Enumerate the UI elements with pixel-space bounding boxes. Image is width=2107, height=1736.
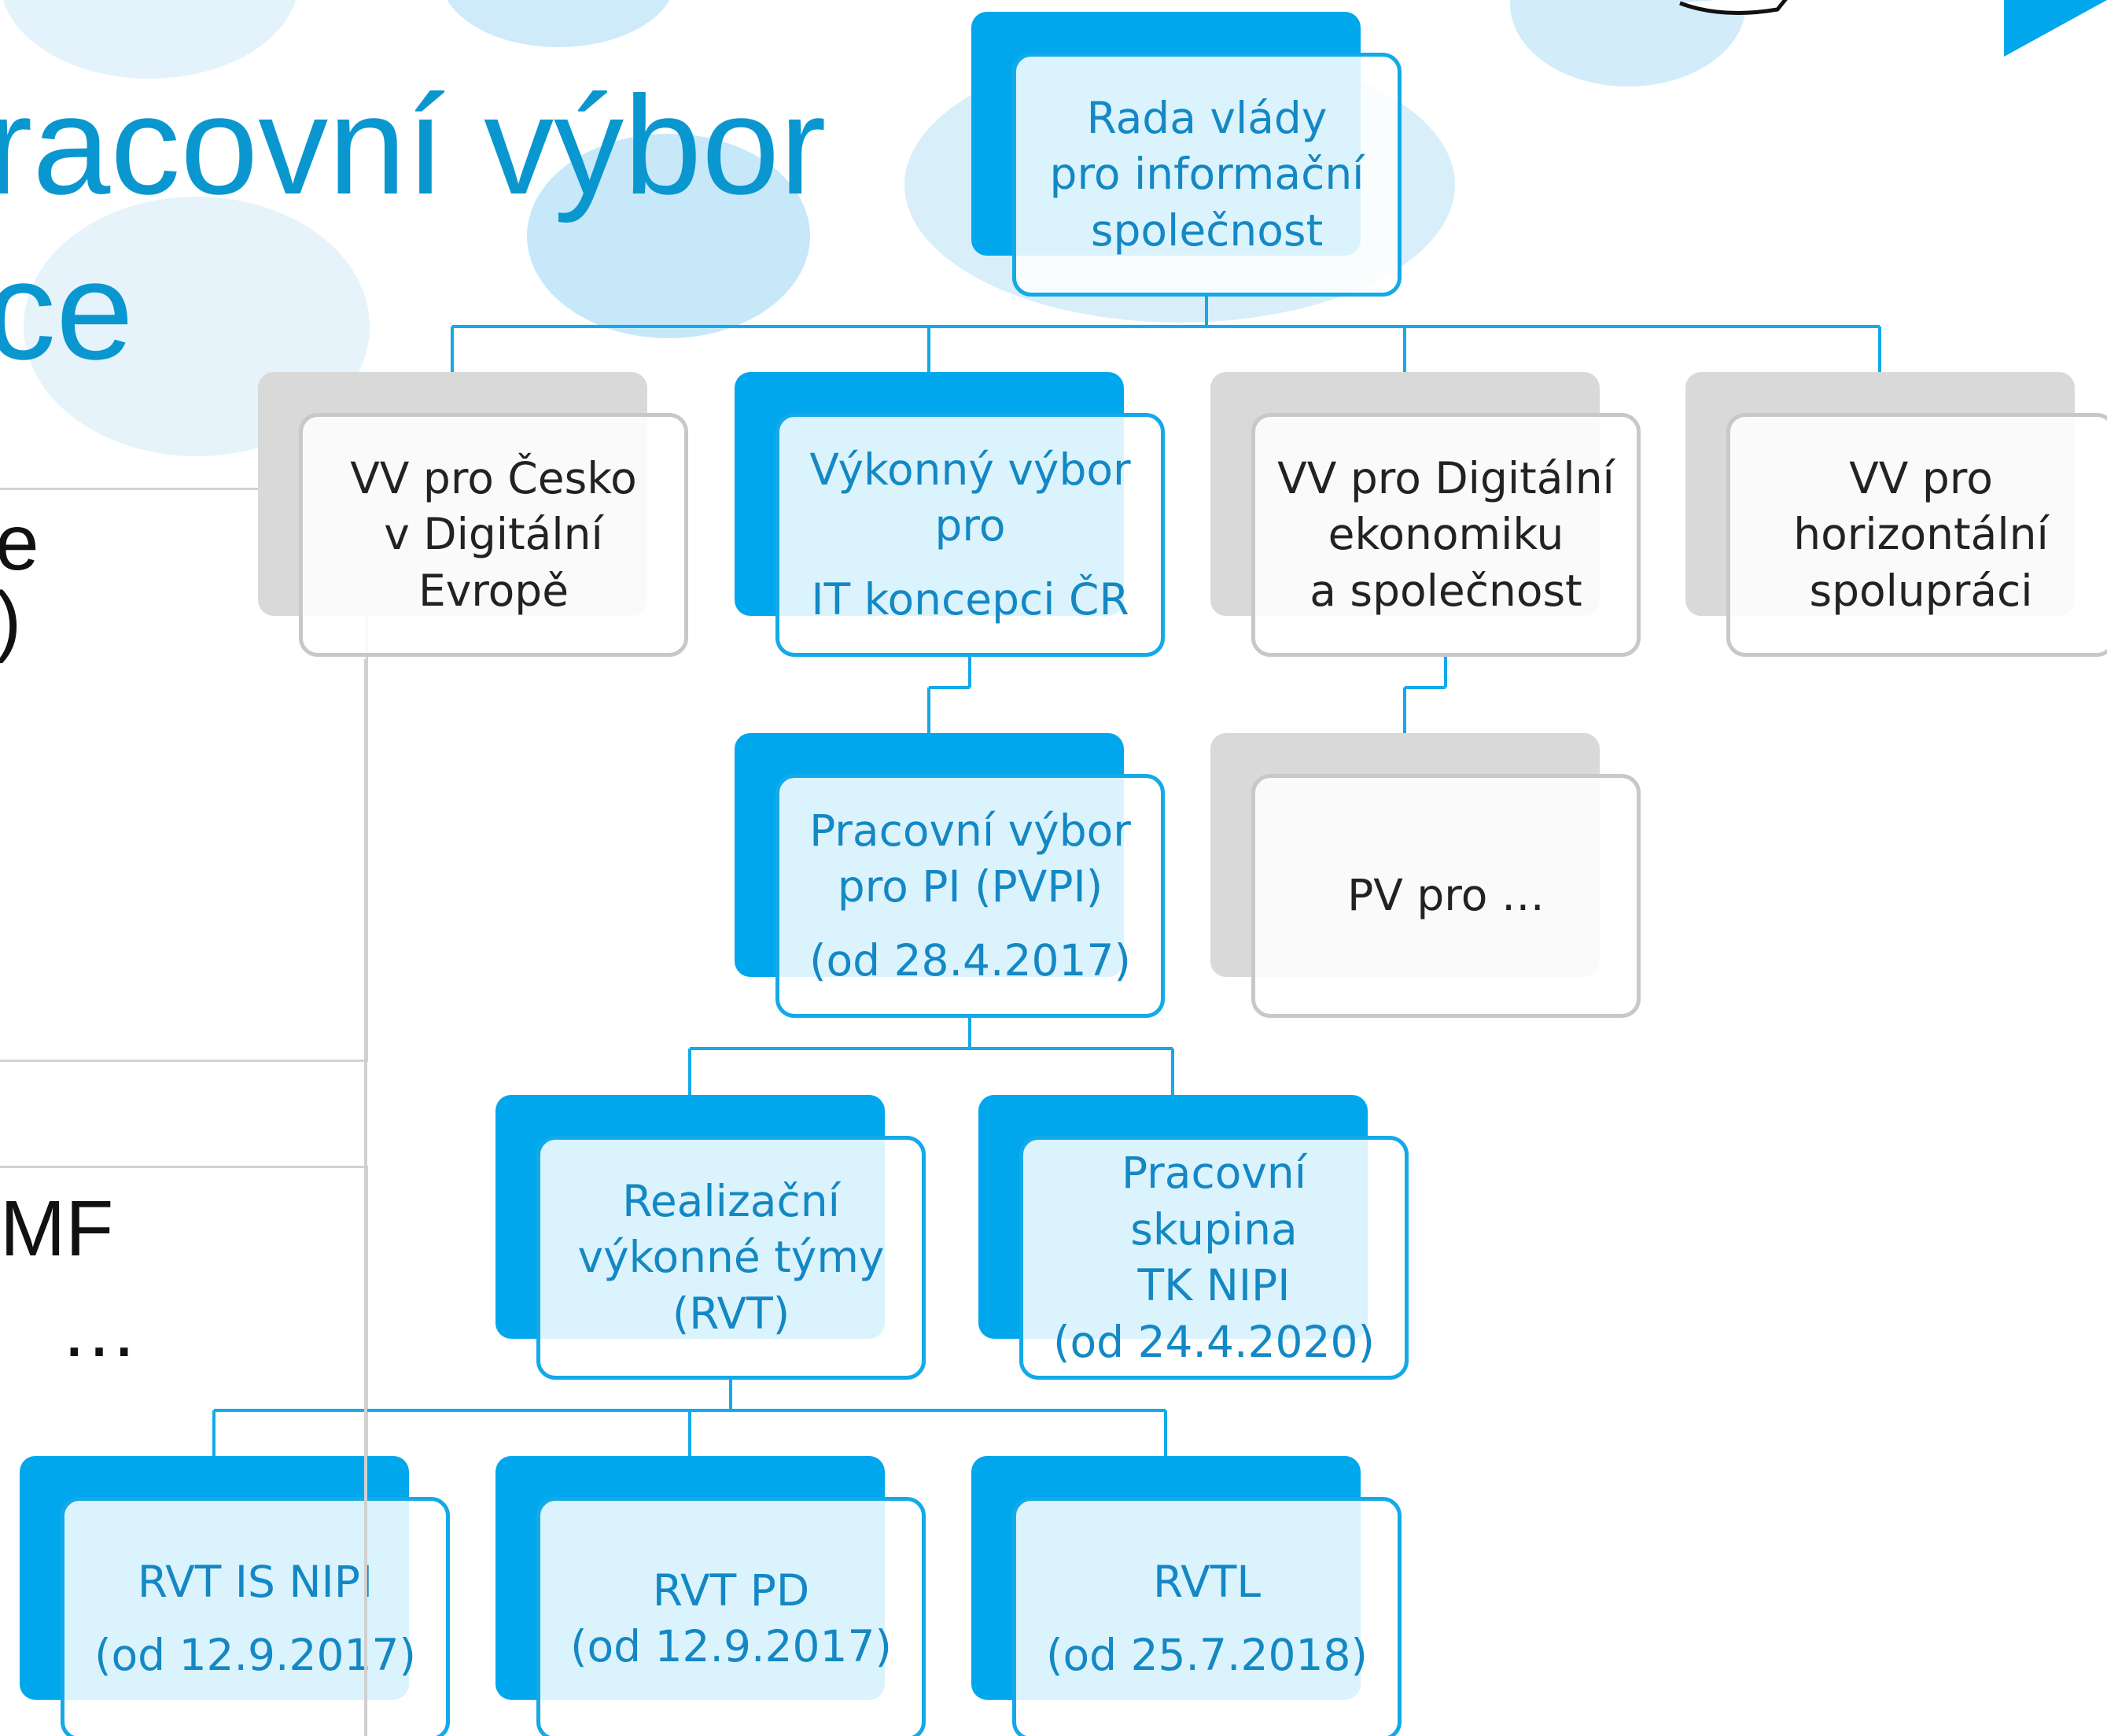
org-node-text-line: Pracovní skupina xyxy=(1121,1148,1307,1255)
org-node-box xyxy=(1012,1497,1402,1736)
org-node-text-line: VV pro Digitální xyxy=(1277,452,1615,503)
org-node-text-line: Pracovní výbor xyxy=(809,805,1131,856)
org-node-text-line: PV pro … xyxy=(1347,870,1545,921)
org-node-text-line: (od 12.9.2017) xyxy=(94,1630,416,1680)
org-node-box xyxy=(536,1497,926,1736)
org-node-text-line: Realizační xyxy=(622,1175,840,1226)
org-node-box xyxy=(775,413,1165,657)
side-text-fragment: ) xyxy=(0,581,21,659)
org-node-text-line: (RVT) xyxy=(672,1288,790,1339)
org-node-text-line: (od 24.4.2020) xyxy=(1053,1316,1375,1367)
org-node-text-line: pro PI (PVPI) xyxy=(837,861,1103,912)
slide-title-line1: racovní výbor xyxy=(0,67,827,223)
org-node-text-line: v Digitální xyxy=(384,509,603,560)
org-node-box xyxy=(536,1136,926,1380)
side-text-fragment: … xyxy=(60,1285,138,1373)
org-node-box xyxy=(299,413,688,657)
decor-bubble xyxy=(527,134,810,338)
org-node-text-line: Rada vlády xyxy=(1086,92,1328,143)
org-node-box xyxy=(1251,774,1641,1018)
corner-triangle-icon xyxy=(2004,0,2107,57)
side-text-fragment: MF xyxy=(0,1185,114,1273)
org-node-text-line: RVT IS NIPI xyxy=(137,1556,374,1607)
org-node-text-line: společnost xyxy=(1090,205,1324,256)
org-node-box xyxy=(1019,1136,1409,1380)
org-node-text-line: spolupráci xyxy=(1809,565,2033,616)
org-node-text-line: (od 28.4.2017) xyxy=(809,934,1131,986)
org-node-text-line: (od 25.7.2018) xyxy=(1046,1630,1368,1680)
org-node-box xyxy=(1012,53,1402,297)
org-node-box xyxy=(1251,413,1641,657)
org-node-text-line: (od 12.9.2017) xyxy=(570,1621,892,1671)
org-node-label: Realizační výkonné týmy(RVT) xyxy=(536,1136,926,1380)
org-node-text-line: Výkonný výbor xyxy=(809,444,1131,495)
org-node-text-line: TK NIPI xyxy=(1137,1260,1291,1310)
org-node-box xyxy=(61,1497,450,1736)
org-node-text-line: RVT PD xyxy=(652,1565,810,1616)
org-node-box xyxy=(1726,413,2107,657)
org-node-text-line: RVTL xyxy=(1152,1556,1262,1607)
org-node-text-line: a společnost xyxy=(1310,565,1582,616)
org-node-text-line: horizontální xyxy=(1793,509,2049,560)
org-node-text-line: pro xyxy=(934,500,1006,551)
org-node-label: RVT PD(od 12.9.2017) xyxy=(536,1497,926,1736)
org-node-label: RVTL (od 25.7.2018) xyxy=(1012,1497,1402,1736)
divider-line xyxy=(364,659,367,1736)
org-node-text-line: Evropě xyxy=(418,565,569,616)
org-node-label: RVT IS NIPI (od 12.9.2017) xyxy=(61,1497,450,1736)
org-node-text-line: výkonné týmy xyxy=(577,1232,885,1283)
org-node-text-line: IT koncepci ČR xyxy=(811,573,1129,625)
org-node-text-line: VV pro Česko xyxy=(350,452,637,503)
org-node-box xyxy=(775,774,1165,1018)
org-node-label: PV pro … xyxy=(1251,774,1641,1018)
org-node-text-line: ekonomiku xyxy=(1328,509,1564,560)
slide-title-line2: ce xyxy=(0,232,134,389)
side-text-fragment: e xyxy=(0,499,39,587)
org-node-text-line: VV pro xyxy=(1849,452,1993,503)
speech-bubble-icon xyxy=(1679,0,1788,15)
org-node-text-line: pro informační xyxy=(1049,149,1365,200)
